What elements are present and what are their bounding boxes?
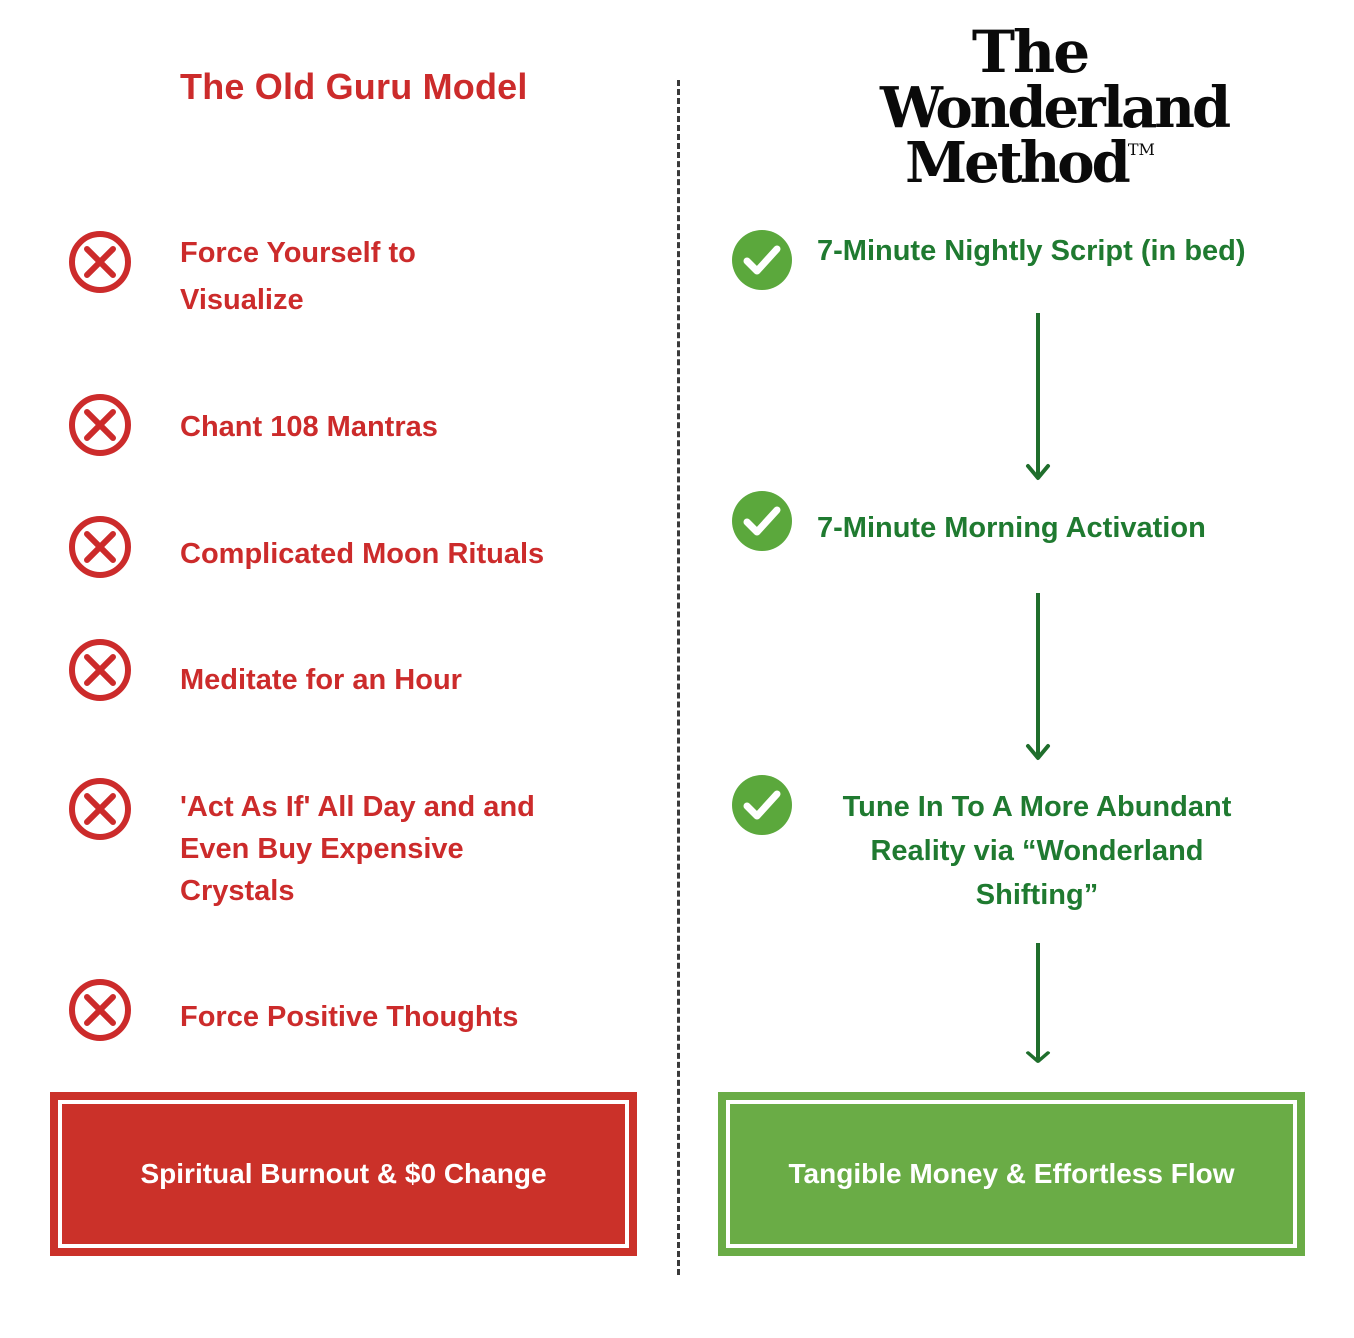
down-arrow-icon	[1023, 593, 1053, 763]
method-result-box: Tangible Money & Effortless Flow	[718, 1092, 1305, 1256]
x-circle-icon	[66, 391, 134, 459]
check-circle-icon	[730, 773, 794, 837]
method-step-label: 7-Minute Nightly Script (in bed)	[817, 235, 1246, 267]
x-circle-icon	[66, 636, 134, 704]
method-result-label: Tangible Money & Effortless Flow	[788, 1158, 1235, 1189]
x-circle-icon	[66, 513, 134, 581]
x-circle-icon	[66, 976, 134, 1044]
old-item-label: Chant 108 Mantras	[180, 411, 438, 443]
column-divider	[677, 80, 680, 1275]
check-circle-icon	[730, 489, 794, 553]
x-circle-icon	[66, 228, 134, 296]
old-model-title: The Old Guru Model	[180, 66, 528, 107]
method-step-label: Tune In To A More Abundant Reality via “…	[842, 791, 1232, 911]
check-circle-icon	[730, 228, 794, 292]
old-item-label: Force Yourself to Visualize	[180, 237, 416, 316]
down-arrow-icon	[1023, 313, 1053, 483]
old-model-result-box: Spiritual Burnout & $0 Change	[50, 1092, 637, 1256]
old-model-result-label: Spiritual Burnout & $0 Change	[140, 1158, 547, 1189]
old-item-label: Meditate for an Hour	[180, 664, 462, 696]
down-arrow-icon	[1023, 943, 1053, 1065]
wonderland-method-logo: The Wonderland MethodTM	[880, 18, 1231, 196]
method-step-label: 7-Minute Morning Activation	[817, 512, 1206, 544]
old-item-label: 'Act As If' All Day and and Even Buy Exp…	[180, 791, 535, 907]
old-item-label: Force Positive Thoughts	[180, 1001, 519, 1033]
old-item-label: Complicated Moon Rituals	[180, 538, 545, 570]
x-circle-icon	[66, 775, 134, 843]
